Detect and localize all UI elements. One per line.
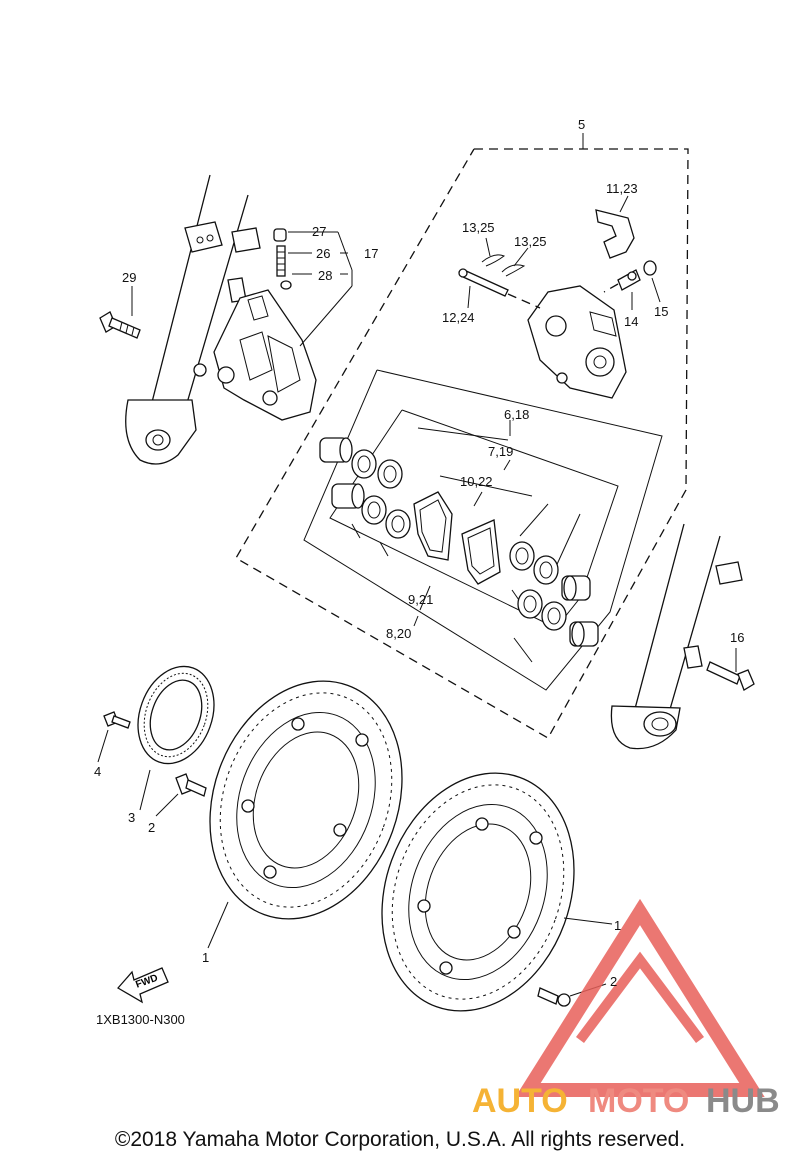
callout-6-18: 6,18 (504, 407, 529, 422)
callout-17: 17 (364, 246, 378, 261)
callout-5: 5 (578, 117, 585, 132)
seal-left-upper-a (351, 449, 377, 479)
caliper-5 (527, 285, 627, 399)
callout-1-right: 1 (614, 918, 621, 933)
callout-4: 4 (94, 764, 101, 779)
left-fork-leg (125, 174, 261, 465)
pad-spring-11-23 (595, 195, 635, 259)
callout-11-23: 11,23 (606, 181, 638, 196)
seal-left-lower-b (385, 509, 411, 539)
callout-14: 14 (624, 314, 638, 329)
seal-right-lower-a (517, 589, 543, 619)
piston-right-upper (561, 575, 591, 601)
brake-disc-right (381, 772, 613, 1012)
watermark-logo-icon (515, 898, 765, 1097)
bleed-screw-14 (603, 269, 641, 310)
callout-16: 16 (730, 630, 744, 645)
caliper-assembly-outline (235, 133, 689, 739)
seal-right-lower-b (541, 601, 567, 631)
callout-10-22: 10,22 (460, 474, 493, 489)
fwd-arrow-icon: FWD (116, 967, 169, 1004)
brake-disc-left (207, 680, 403, 949)
watermark-moto: MOTO (588, 1082, 689, 1120)
watermark-auto: AUTO (472, 1082, 568, 1120)
callout-7-19: 7,19 (488, 444, 513, 459)
callout-3: 3 (128, 810, 135, 825)
brake-pad-left (413, 491, 453, 561)
callout-8-20: 8,20 (386, 626, 411, 641)
bolt-4 (97, 711, 131, 763)
callout-2-right: 2 (610, 974, 617, 989)
callout-2-left: 2 (148, 820, 155, 835)
callout-26: 26 (316, 246, 330, 261)
piston-left-lower (331, 483, 365, 509)
diagram-code: 1XB1300-N300 (96, 1012, 185, 1027)
callout-27: 27 (312, 224, 326, 239)
cap-15 (643, 260, 661, 303)
seal-right-upper-a (509, 541, 535, 571)
brake-pad-right (461, 519, 501, 585)
seal-right-upper-b (533, 555, 559, 585)
caliper-17 (193, 289, 317, 421)
callout-28: 28 (318, 268, 332, 283)
sensor-rotor-3 (137, 665, 215, 811)
callout-9-21: 9,21 (408, 592, 433, 607)
right-fork-leg (610, 523, 743, 750)
bolt-29 (99, 286, 141, 339)
callout-1-left: 1 (202, 950, 209, 965)
seal-left-lower-a (361, 495, 387, 525)
callout-29: 29 (122, 270, 136, 285)
callout-12-24: 12,24 (442, 310, 475, 325)
callout-13-25-a: 13,25 (462, 220, 495, 235)
watermark-hub: HUB (706, 1082, 780, 1120)
piston-left-upper (319, 437, 353, 463)
bleed-screw-parts (273, 228, 353, 347)
seal-left-upper-b (377, 459, 403, 489)
pad-pin-12-24 (458, 268, 541, 309)
callout-13-25-b: 13,25 (514, 234, 547, 249)
bolt-2-left (155, 773, 207, 817)
copyright-notice: ©2018 Yamaha Motor Corporation, U.S.A. A… (114, 1128, 686, 1151)
watermark-text: AUTO MOTO HUB (472, 1082, 780, 1120)
clip-13-25 (481, 237, 529, 277)
bolt-16 (706, 648, 755, 691)
callout-15: 15 (654, 304, 668, 319)
piston-right-lower (569, 621, 599, 647)
